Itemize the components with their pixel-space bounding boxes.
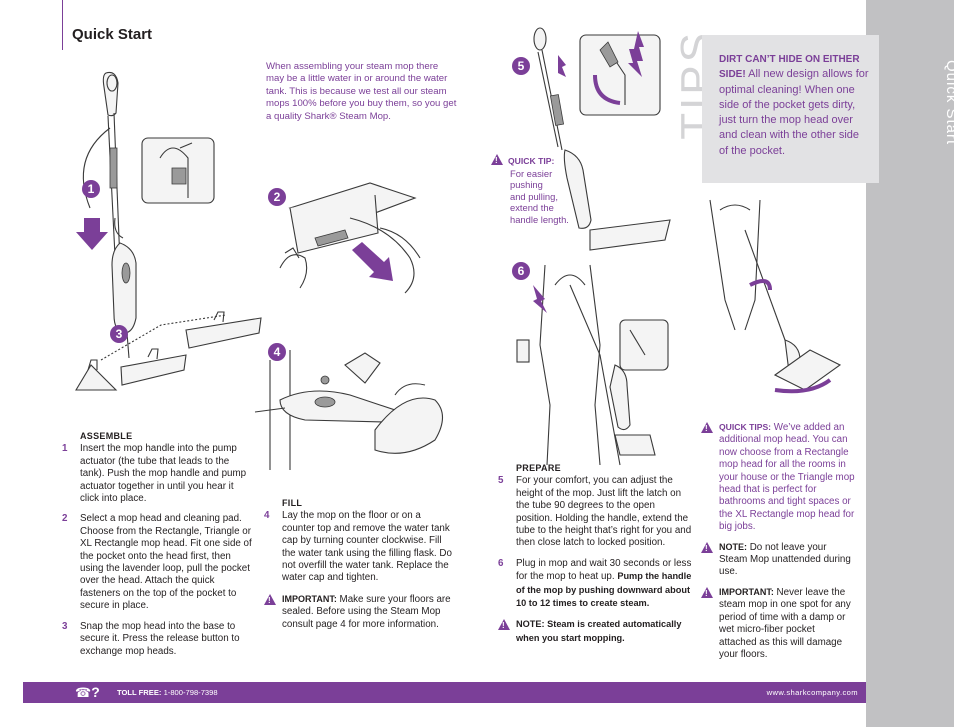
warning-icon bbox=[491, 154, 503, 165]
important-text: Never leave the steam mop in one spot fo… bbox=[719, 586, 851, 660]
quick-tip-title: QUICK TIP: bbox=[491, 154, 591, 168]
important-label: IMPORTANT: bbox=[719, 586, 774, 597]
figure-badge-3: 3 bbox=[110, 325, 128, 343]
flip-mop-illustration bbox=[709, 199, 842, 394]
figure-badge-4: 4 bbox=[268, 343, 286, 361]
warning-icon bbox=[701, 586, 718, 601]
assemble-step-3: 3 Snap the mop head into the base to sec… bbox=[62, 621, 254, 658]
quick-tips-note: QUICK TIPS: We’ve added an additional mo… bbox=[701, 421, 855, 534]
step-text: Select a mop head and cleaning pad. Choo… bbox=[80, 513, 252, 612]
tip-box-body: All new design allows for optimal cleani… bbox=[719, 68, 869, 157]
step-number: 4 bbox=[264, 510, 270, 522]
prepare-step-5: 5 For your comfort, you can adjust the h… bbox=[498, 475, 692, 549]
title-rule bbox=[62, 0, 63, 50]
sidebar-label: Quick Start bbox=[943, 60, 954, 146]
phone-icon: ☎? bbox=[75, 684, 100, 700]
step-number: 6 bbox=[498, 557, 504, 569]
toll-free: TOLL FREE: 1-800-798-7398 bbox=[117, 688, 218, 697]
quick-tip-line: extend the bbox=[510, 202, 554, 213]
sidebar bbox=[866, 0, 954, 727]
assemble-step-1: 1 Insert the mop handle into the pump ac… bbox=[62, 443, 254, 505]
toll-free-number: 1-800-798-7398 bbox=[161, 688, 218, 697]
step-text: Snap the mop head into the base to secur… bbox=[80, 620, 240, 657]
step-number: 5 bbox=[498, 475, 504, 487]
quick-tip: QUICK TIP: For easier pushing and pullin… bbox=[491, 154, 591, 225]
quick-tip-line: For easier bbox=[510, 167, 553, 179]
figure-3-illustration bbox=[75, 311, 262, 391]
assemble-heading: ASSEMBLE bbox=[80, 431, 133, 441]
right-notes: QUICK TIPS: We’ve added an additional mo… bbox=[701, 421, 855, 661]
quick-tip-line: pushing bbox=[510, 179, 543, 190]
quick-tip-text: For easier pushing and pulling, extend t… bbox=[491, 168, 591, 226]
fill-step-4: 4 Lay the mop on the floor or on a count… bbox=[264, 510, 456, 584]
step-text: Lay the mop on the floor or on a counter… bbox=[282, 510, 452, 584]
note-text: Do not leave your Steam Mop unattended d… bbox=[719, 541, 851, 578]
prepare-step-6: 6 Plug in mop and wait 30 seconds or les… bbox=[498, 558, 692, 611]
prepare-note: NOTE: Steam is created automatically whe… bbox=[498, 618, 692, 645]
right-important-note: IMPORTANT: Never leave the steam mop in … bbox=[701, 586, 855, 661]
fill-important: IMPORTANT: Make sure your floors are sea… bbox=[264, 593, 456, 631]
assemble-section: ASSEMBLE 1 Insert the mop handle into th… bbox=[62, 430, 254, 658]
toll-free-label: TOLL FREE: bbox=[117, 688, 162, 697]
figure-badge-1: 1 bbox=[82, 180, 100, 198]
figure-2-illustration bbox=[279, 182, 421, 294]
important-text: Make sure your floors are sealed. Before… bbox=[282, 593, 451, 630]
step-text: Plug in mop and wait 30 seconds or less … bbox=[516, 557, 692, 583]
prepare-section: PREPARE 5 For your comfort, you can adju… bbox=[498, 462, 692, 645]
warning-icon bbox=[498, 619, 515, 633]
assemble-step-2: 2 Select a mop head and cleaning pad. Ch… bbox=[62, 513, 254, 612]
quick-tip-line: and pulling, bbox=[510, 190, 558, 202]
step-text-bold: Pump the handle of the mop by pushing do… bbox=[516, 571, 692, 609]
fill-heading: FILL bbox=[282, 498, 303, 508]
figure-4-illustration bbox=[254, 350, 444, 470]
quick-tip-line: handle length. bbox=[510, 213, 569, 225]
quick-tips-text: We’ve added an additional mop head. You … bbox=[719, 422, 855, 533]
quick-tip-label: QUICK TIP: bbox=[508, 156, 555, 166]
figure-6-illustration bbox=[516, 264, 669, 466]
fill-section: FILL 4 Lay the mop on the floor or on a … bbox=[264, 497, 456, 631]
figure-badge-6: 6 bbox=[512, 262, 530, 280]
step-number: 1 bbox=[62, 443, 68, 455]
unattended-note: NOTE: Do not leave your Steam Mop unatte… bbox=[701, 541, 855, 579]
tip-box-text: DIRT CAN’T HIDE ON EITHER SIDE! All new … bbox=[719, 52, 869, 159]
phone-icon-suffix: ? bbox=[91, 684, 100, 700]
warning-icon bbox=[264, 593, 281, 608]
step-number: 2 bbox=[62, 513, 68, 525]
warning-icon bbox=[701, 422, 718, 436]
tip-box-bold: DIRT CAN’T HIDE ON EITHER SIDE! bbox=[719, 54, 860, 81]
figure-5-illustration bbox=[533, 27, 671, 251]
step-number: 3 bbox=[62, 620, 68, 632]
prepare-note-text: NOTE: Steam is created automatically whe… bbox=[516, 619, 682, 643]
website-link[interactable]: www.sharkcompany.com bbox=[766, 688, 858, 697]
figure-badge-2: 2 bbox=[268, 188, 286, 206]
note-label: NOTE: bbox=[719, 541, 747, 552]
step-text: For your comfort, you can adjust the hei… bbox=[516, 475, 692, 549]
footer-bar: ☎? TOLL FREE: 1-800-798-7398 www.sharkco… bbox=[23, 682, 866, 703]
important-label: IMPORTANT: bbox=[282, 593, 337, 604]
tip-box bbox=[702, 35, 879, 183]
figure-badge-5: 5 bbox=[512, 57, 530, 75]
intro-note: When assembling your steam mop there may… bbox=[266, 61, 457, 122]
quick-tips-label: QUICK TIPS: bbox=[719, 422, 772, 432]
page-title: Quick Start bbox=[72, 26, 153, 43]
step-text: Insert the mop handle into the pump actu… bbox=[80, 443, 247, 505]
warning-icon bbox=[701, 541, 718, 556]
prepare-heading: PREPARE bbox=[516, 463, 561, 473]
